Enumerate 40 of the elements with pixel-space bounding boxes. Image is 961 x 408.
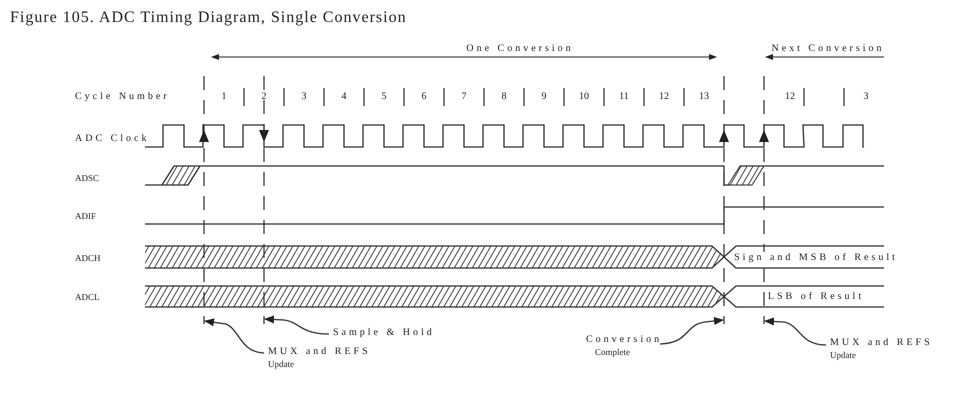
- signal-name: ADCH: [75, 252, 101, 264]
- leader-arrow: [204, 318, 264, 354]
- signal-name: ADCL: [75, 291, 100, 303]
- annotation-sublabel: Update: [268, 358, 295, 370]
- dashed-marker-line: [723, 76, 725, 324]
- cycle-number: 11: [619, 91, 629, 103]
- annotation-label: Sample & Hold: [333, 327, 435, 339]
- cycle-number: 12: [785, 91, 795, 103]
- annotation-label: Conversion: [586, 334, 662, 346]
- cycle-number: 7: [462, 91, 466, 103]
- leader-arrow: [764, 317, 826, 346]
- cycle-number: 10: [579, 91, 589, 103]
- dashed-marker-line: [203, 76, 205, 324]
- dashed-marker-line: [763, 76, 765, 324]
- signal-name: ADIF: [75, 210, 96, 222]
- leader-arrow: [264, 315, 330, 335]
- bus-value: Sign and MSB of Result: [734, 252, 898, 264]
- cycle-number: 12: [659, 91, 669, 103]
- cycle-number: 4: [342, 91, 346, 103]
- leader-arrow: [660, 317, 724, 345]
- cycle-number: 13: [699, 91, 709, 103]
- cycle-number: 2: [262, 91, 266, 103]
- span-label: Next Conversion: [771, 43, 885, 55]
- span-label: One Conversion: [466, 43, 574, 55]
- signal-name: Cycle Number: [75, 91, 170, 103]
- cycle-number: 5: [382, 91, 386, 103]
- annotation-label: MUX and REFS: [830, 337, 933, 349]
- cycle-number: 3: [864, 91, 868, 103]
- dashed-marker-line: [263, 76, 265, 324]
- annotation-sublabel: Update: [830, 349, 857, 361]
- cycle-number: 6: [422, 91, 426, 103]
- cycle-number: 1: [222, 91, 226, 103]
- signal-name: ADSC: [75, 172, 100, 184]
- cycle-number: 3: [302, 91, 306, 103]
- figure-title: Figure 105. ADC Timing Diagram, Single Conversion: [10, 8, 407, 28]
- annotation-sublabel: Complete: [595, 346, 631, 358]
- cycle-number: 9: [542, 91, 546, 103]
- annotation-label: MUX and REFS: [268, 346, 371, 358]
- signal-name: ADC Clock: [75, 133, 150, 145]
- cycle-number: 8: [502, 91, 506, 103]
